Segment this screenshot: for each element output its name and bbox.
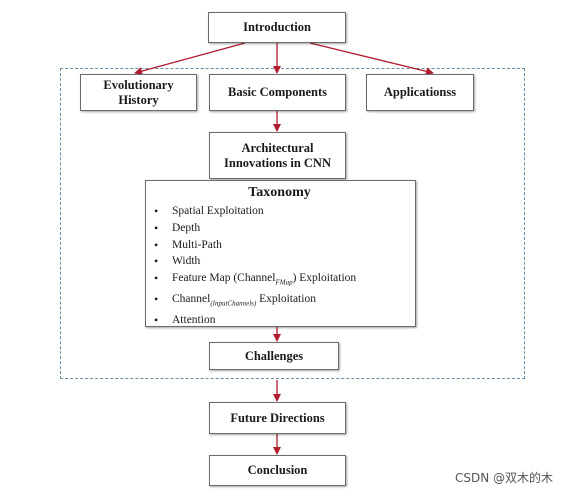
taxonomy-item-attention: Attention xyxy=(152,312,407,329)
node-future-directions: Future Directions xyxy=(209,402,346,434)
arrow-intro-to-applications xyxy=(309,42,434,76)
node-conclusion: Conclusion xyxy=(209,455,346,486)
taxonomy-item-multipath: Multi-Path xyxy=(152,237,407,254)
taxonomy-list: Spatial Exploitation Depth Multi-Path Wi… xyxy=(152,203,407,329)
node-architectural-innovations: Architectural Innovations in CNN xyxy=(209,132,346,179)
taxonomy-item-width: Width xyxy=(152,253,407,270)
watermark: CSDN @双木的木 xyxy=(454,471,553,485)
taxonomy-item-feature-map: Feature Map (ChannelFMap) Exploitation xyxy=(152,270,407,291)
taxonomy-item-spatial: Spatial Exploitation xyxy=(152,203,407,220)
node-challenges: Challenges xyxy=(209,342,339,370)
node-applications: Applicationss xyxy=(366,74,474,111)
node-evolutionary-history: Evolutionary History xyxy=(80,74,197,111)
node-introduction: Introduction xyxy=(208,12,346,43)
grouping-dashed-frame xyxy=(60,68,525,379)
taxonomy-title: Taxonomy xyxy=(248,185,311,200)
node-basic-components: Basic Components xyxy=(209,74,346,111)
taxonomy-item-channel: Channel(InputChannels) Exploitation xyxy=(152,291,407,312)
taxonomy-box: Taxonomy Spatial Exploitation Depth Mult… xyxy=(145,180,416,329)
arrow-intro-to-evolutionary xyxy=(134,42,246,76)
taxonomy-item-depth: Depth xyxy=(152,220,407,237)
